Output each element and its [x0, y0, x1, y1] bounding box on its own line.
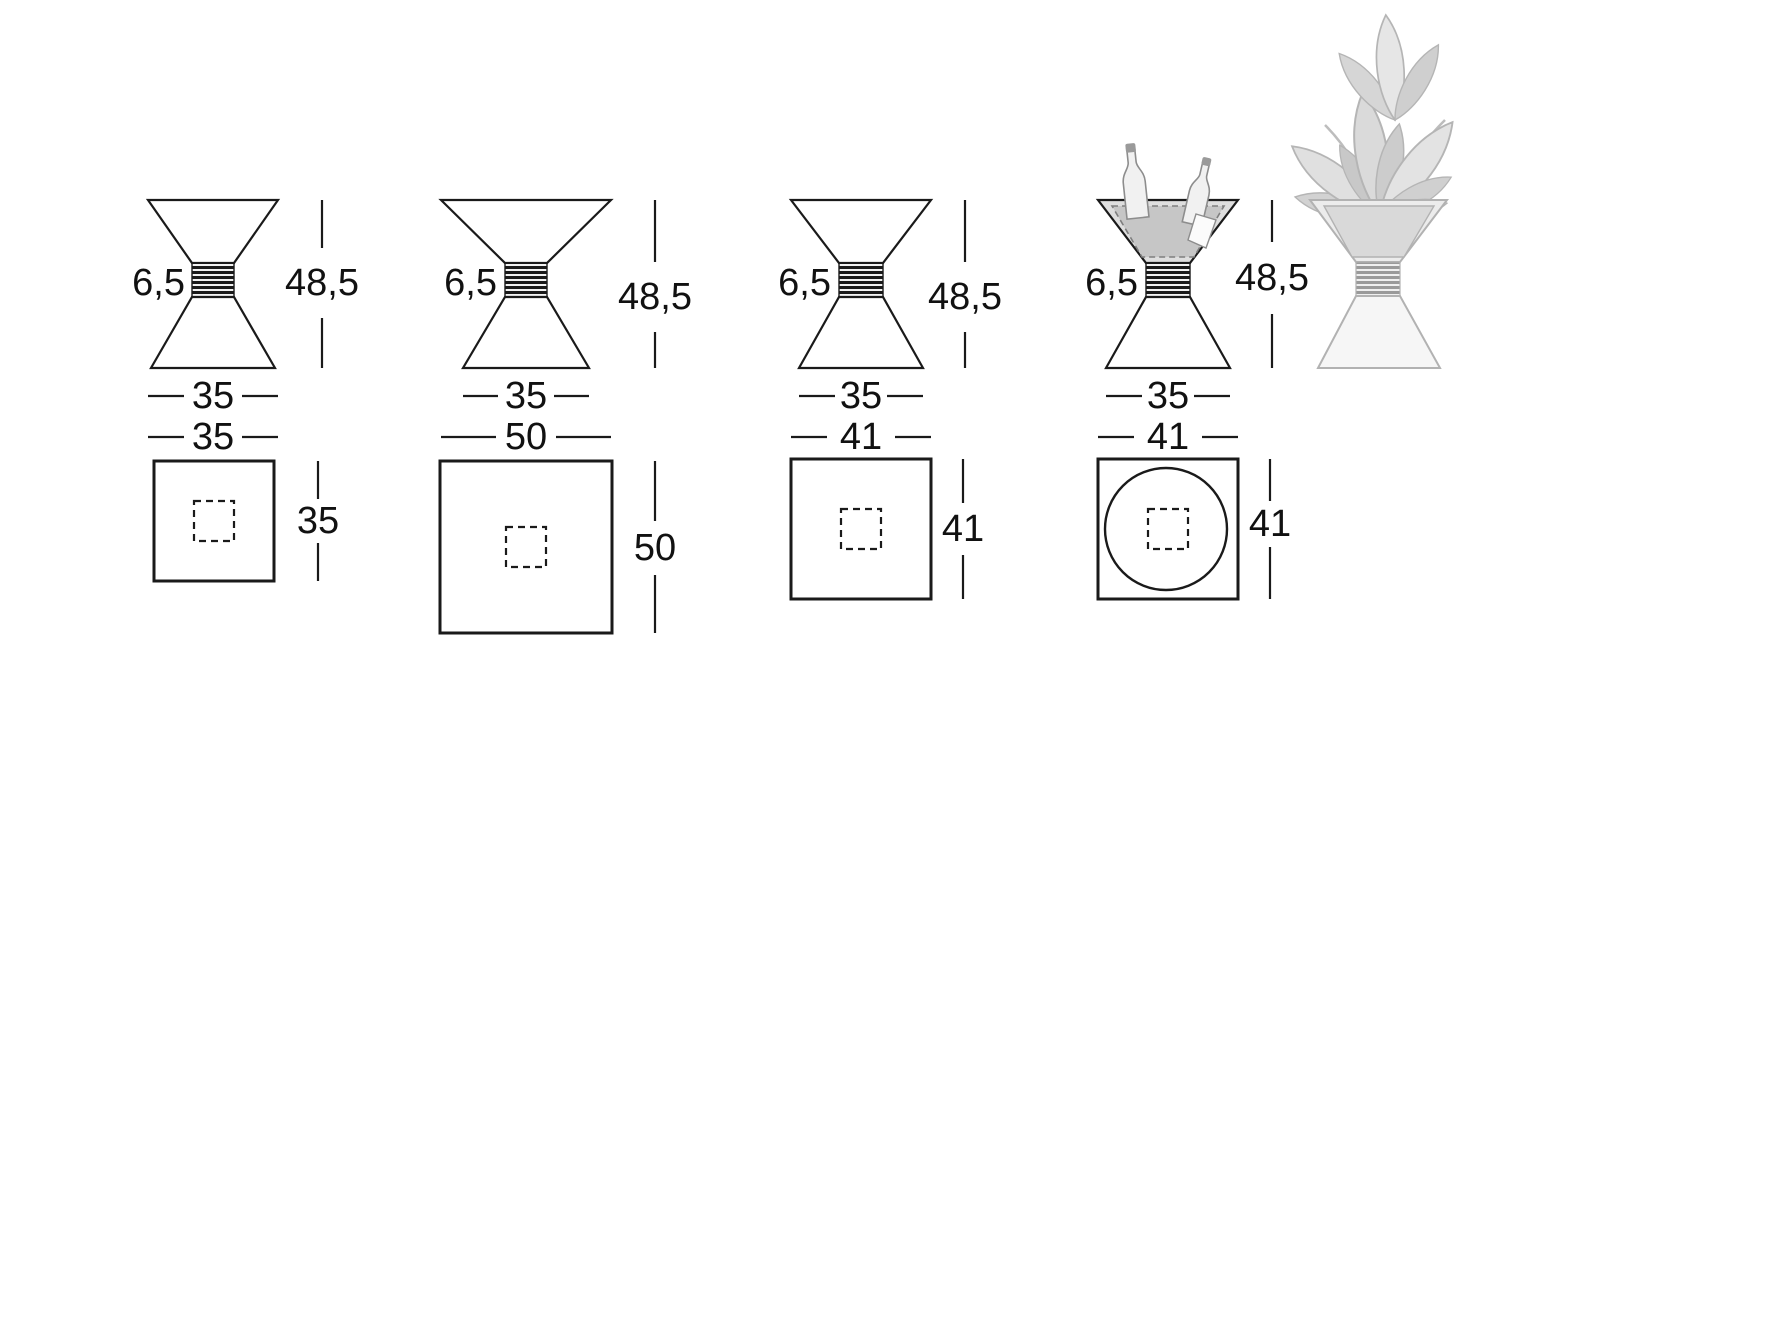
neck-width-label: 6,5: [1085, 262, 1138, 304]
bottle-foil: [1125, 143, 1136, 153]
table-base-cone: [1104, 295, 1232, 370]
height-label: 48,5: [618, 276, 692, 318]
variant-1-base-dimension: 35: [148, 375, 278, 417]
plan-neck-hidden-edge: [1146, 507, 1190, 551]
plan-depth-label: 35: [297, 500, 339, 542]
plan-depth-label: 50: [634, 527, 676, 569]
base-width-label: 35: [505, 375, 547, 417]
variant-3-height-dimension: 48,5: [928, 200, 1002, 368]
plant-icon: [1282, 12, 1466, 228]
variant-3-elevation: [788, 198, 934, 370]
bottle-foil: [1201, 157, 1212, 167]
variant-1-top-dimension: 35: [148, 416, 278, 458]
napkin-icon: [1187, 213, 1217, 249]
base-width-label: 35: [840, 375, 882, 417]
table-top-cone: [145, 198, 281, 265]
plant-upper-cluster: [1330, 12, 1449, 128]
table-neck: [1145, 262, 1191, 298]
neck-width-label: 6,5: [444, 262, 497, 304]
variant-4-elevation: [1104, 262, 1232, 370]
height-label: 48,5: [285, 262, 359, 304]
table-top-cone: [788, 198, 934, 265]
base-width-label: 35: [192, 375, 234, 417]
table-top-cone: [438, 198, 614, 265]
plan-outline: [789, 457, 933, 601]
variant-3-base-dimension: 35: [799, 375, 923, 417]
variant-3: 6,5 48,5 35 41 41: [778, 198, 1002, 601]
variant-2: 6,5 48,5 35 50 50: [438, 198, 692, 635]
variant-2-height-dimension: 48,5: [618, 200, 692, 368]
variant-1: 6,5 48,5 35 35 35: [132, 198, 359, 583]
plan-neck-hidden-edge: [192, 499, 236, 543]
table-base-cone-ghost: [1316, 295, 1442, 369]
top-width-label: 41: [840, 416, 882, 458]
variant-1-elevation: [145, 198, 281, 370]
plan-outline: [1096, 457, 1240, 601]
variant-4-plan: 41: [1096, 457, 1291, 601]
champagne-bottle-left-icon: [1122, 143, 1150, 221]
planter-insert-icon: [1322, 205, 1436, 258]
neck-width-label: 6,5: [778, 262, 831, 304]
variant-2-elevation: [438, 198, 614, 370]
variant-2-plan: 50: [438, 459, 676, 635]
variant-4: 6,5 48,5 35 41 41: [1085, 143, 1309, 601]
plan-outline: [438, 459, 614, 635]
variant-2-top-dimension: 50: [441, 416, 611, 458]
table-base-cone: [797, 295, 925, 370]
base-width-label: 35: [1147, 375, 1189, 417]
top-width-label: 41: [1147, 416, 1189, 458]
plan-round-top: [1103, 466, 1229, 592]
variant-3-top-dimension: 41: [791, 416, 931, 458]
variant-1-plan: 35: [152, 459, 339, 583]
table-neck: [838, 262, 884, 298]
height-label: 48,5: [928, 276, 1002, 318]
planter-table-illustration: [1282, 12, 1466, 369]
variant-2-base-dimension: 35: [463, 375, 589, 417]
variant-1-height-dimension: 48,5: [285, 200, 359, 368]
height-label: 48,5: [1235, 257, 1309, 299]
top-width-label: 35: [192, 416, 234, 458]
variant-4-top-dimension: 41: [1098, 416, 1238, 458]
variant-3-plan: 41: [789, 457, 984, 601]
top-width-label: 50: [505, 416, 547, 458]
plan-neck-hidden-edge: [504, 525, 548, 569]
table-base-cone: [461, 295, 591, 370]
plan-depth-label: 41: [1249, 503, 1291, 545]
table-base-cone: [149, 295, 277, 370]
champagne-cooler-illustration: [1095, 143, 1241, 265]
variant-4-height-dimension: 48,5: [1235, 200, 1309, 368]
variant-4-base-dimension: 35: [1106, 375, 1230, 417]
neck-width-label: 6,5: [132, 262, 185, 304]
table-neck: [191, 262, 235, 298]
plan-neck-hidden-edge: [839, 507, 883, 551]
table-neck-ghost: [1355, 261, 1401, 297]
champagne-bottle-right-icon: [1181, 157, 1212, 228]
plan-depth-label: 41: [942, 508, 984, 550]
table-neck: [504, 262, 548, 298]
plan-outline: [152, 459, 276, 583]
